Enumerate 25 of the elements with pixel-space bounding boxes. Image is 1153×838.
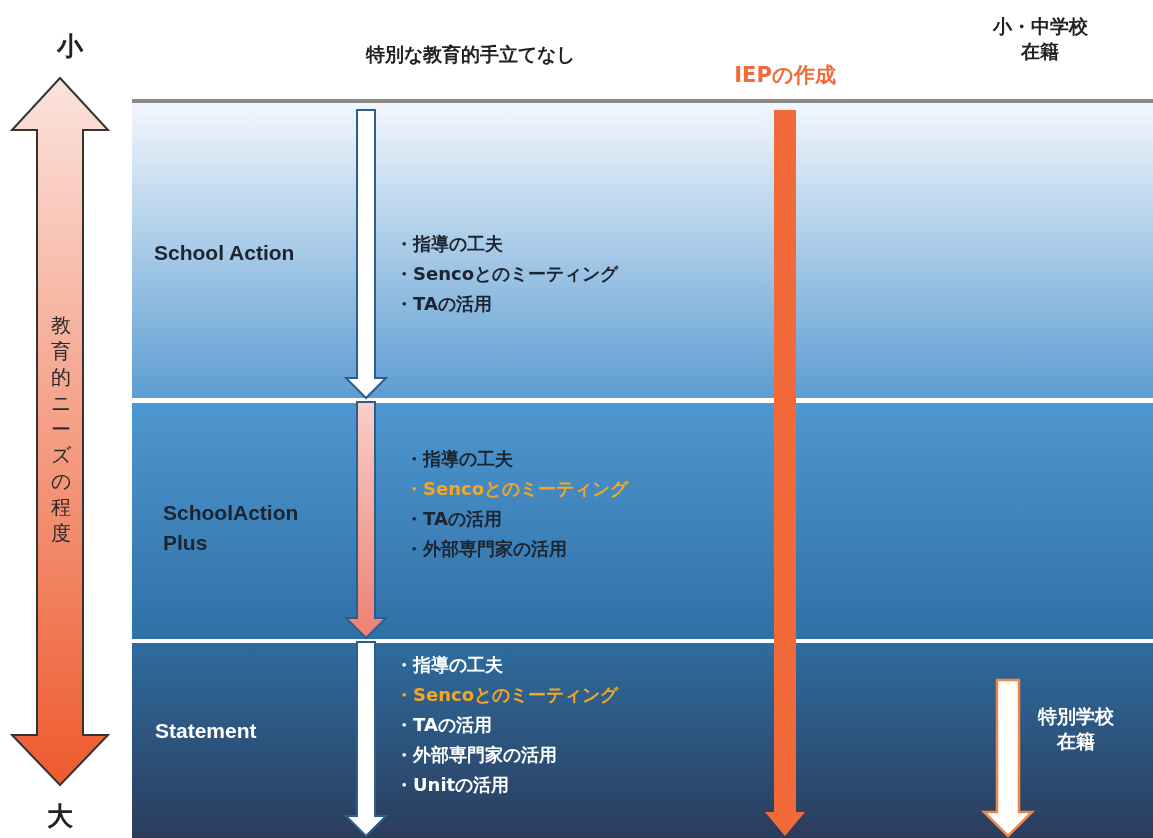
axis-title: 教育的ニーズの程度: [50, 312, 72, 546]
list-item: ・外部専門家の活用: [405, 537, 567, 561]
scale-label: 大: [46, 800, 74, 833]
list-item: ・指導の工夫: [405, 447, 513, 471]
column-header: 小・中学校在籍: [991, 14, 1089, 64]
column-header: IEPの作成: [733, 62, 837, 89]
list-item: ・TAの活用: [395, 292, 492, 316]
stage-title: Statement: [155, 718, 258, 744]
scale-label: 小: [55, 30, 85, 63]
stage-band: [132, 103, 1153, 398]
arrow-label: 特別学校在籍: [1036, 704, 1115, 754]
list-item: ・Sencoとのミーティング: [395, 262, 619, 286]
column-header: 特別な教育的手立てなし: [364, 42, 576, 67]
list-item: ・Sencoとのミーティング: [405, 477, 629, 501]
list-item: ・Unitの活用: [395, 773, 510, 797]
list-item: ・外部専門家の活用: [395, 743, 557, 767]
list-item: ・指導の工夫: [395, 232, 503, 256]
stage-title: School Action: [154, 240, 296, 266]
list-item: ・Sencoとのミーティング: [395, 683, 619, 707]
stage-title: SchoolAction Plus: [163, 500, 300, 556]
stage-band: [132, 643, 1153, 838]
stage-band: [132, 403, 1153, 639]
list-item: ・指導の工夫: [395, 653, 503, 677]
list-item: ・TAの活用: [395, 713, 492, 737]
list-item: ・TAの活用: [405, 507, 502, 531]
